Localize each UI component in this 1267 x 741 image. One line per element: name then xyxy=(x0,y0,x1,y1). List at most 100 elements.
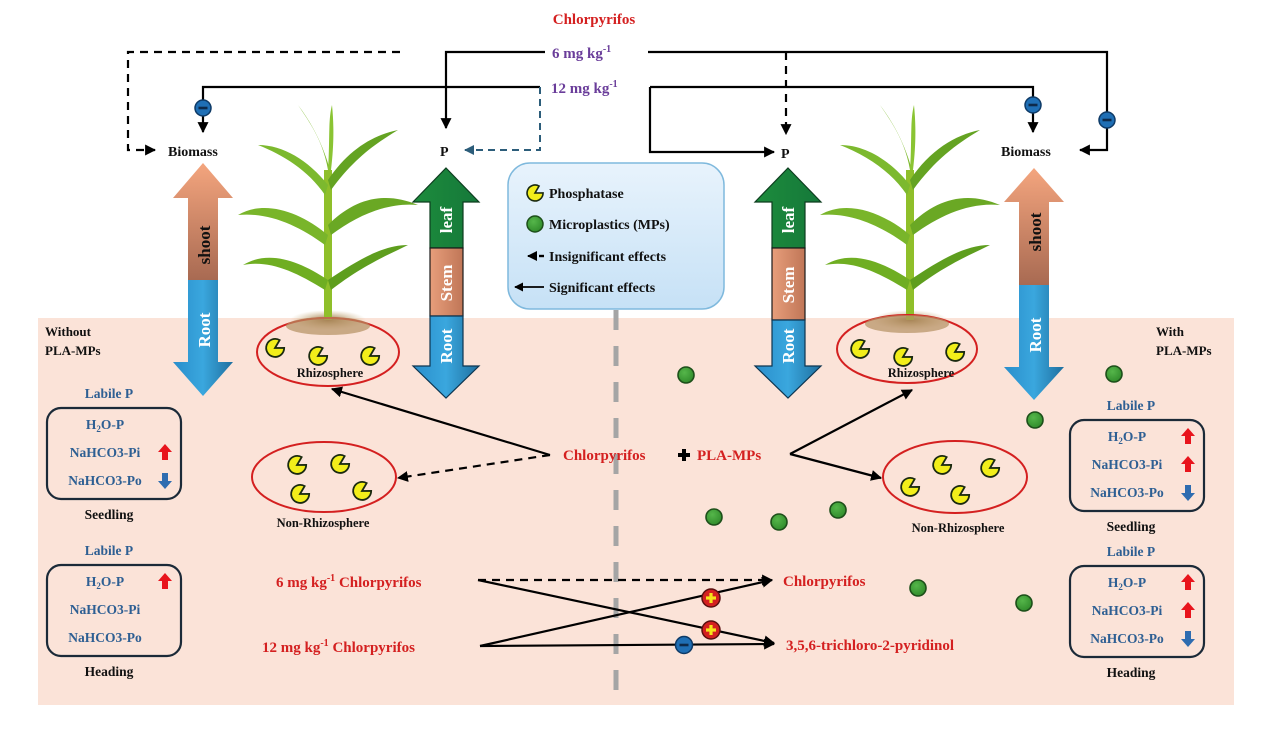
legend-label: Insignificant effects xyxy=(549,250,667,265)
phosphatase-icon xyxy=(893,347,914,367)
connector-12mg-to-left-biomass xyxy=(197,85,540,134)
right-biomass-label: Biomass xyxy=(1001,145,1051,160)
legend-label: Microplastics (MPs) xyxy=(549,218,670,233)
phosphatase-icon xyxy=(980,458,1001,478)
phosphatase-icon xyxy=(360,346,381,366)
leaf-label: leaf xyxy=(779,206,798,233)
phosphatase-icon xyxy=(950,485,971,505)
shoot-label: shoot xyxy=(1026,212,1045,251)
negative-effect-icon xyxy=(674,635,694,655)
labile-p-fraction: NaHCO3-Po xyxy=(1090,485,1164,500)
rhizosphere-label: Rhizosphere xyxy=(888,366,955,380)
negative-effect-icon xyxy=(1024,96,1042,114)
right-shoot-root-arrow: shoot Root xyxy=(1004,168,1064,400)
increase-arrow-icon xyxy=(1181,602,1195,618)
rhizosphere-label: Rhizosphere xyxy=(297,366,364,380)
arrow-to-right-non-rhizosphere xyxy=(789,452,883,481)
arrow-to-left-rhizosphere xyxy=(330,386,551,457)
growth-stage-label: Seedling xyxy=(85,507,134,522)
labile-p-title: Labile P xyxy=(85,386,133,401)
right-p-label: P xyxy=(781,147,790,162)
phosphatase-icon xyxy=(290,484,311,504)
plus-icon xyxy=(678,449,690,461)
labile-p-frame xyxy=(45,406,183,501)
non-rhizosphere-label: Non-Rhizosphere xyxy=(277,516,370,530)
path-12mg-to-tcp xyxy=(479,638,776,650)
phosphatase-enzymes xyxy=(265,338,1001,505)
decrease-arrow-icon xyxy=(1181,631,1195,647)
microplastic-icon xyxy=(1105,365,1123,383)
center-chlorpyrifos: Chlorpyrifos xyxy=(563,448,646,464)
connector-6mg-to-right-biomass xyxy=(648,50,1109,156)
left-plant-part-arrow: leaf Stem Root xyxy=(411,167,481,399)
microplastic-icon xyxy=(526,215,544,233)
microplastic-icon xyxy=(1026,411,1044,429)
stem-label: Stem xyxy=(437,265,456,302)
root-label: Root xyxy=(437,328,456,363)
right-non-rhizosphere-zone: Non-Rhizosphere xyxy=(882,440,1028,535)
left-shoot-root-arrow: shoot Root xyxy=(173,163,233,396)
labile-p-fraction: NaHCO3-Po xyxy=(68,473,142,488)
center-pla-mps: PLA-MPs xyxy=(697,448,761,464)
increase-arrow-icon xyxy=(1181,574,1195,590)
stem-label: Stem xyxy=(779,267,798,304)
arrow-to-left-non-rhizosphere xyxy=(396,453,551,482)
connector-12mg-to-right-biomass xyxy=(650,85,1039,134)
microplastic-icon xyxy=(705,508,723,526)
labile-p-fraction: H2O-P xyxy=(86,574,124,591)
labile-p-frame xyxy=(1068,564,1206,659)
connector-12mg-to-left-p xyxy=(464,87,541,155)
phosphatase-icon xyxy=(850,339,871,359)
left-biomass-label: Biomass xyxy=(168,145,218,160)
path-12mg-to-chlorpyrifos xyxy=(479,576,774,648)
decrease-arrow-icon xyxy=(158,473,172,489)
legend: Phosphatase Microplastics (MPs) Insignif… xyxy=(507,162,725,310)
shoot-label: shoot xyxy=(195,225,214,264)
root-label: Root xyxy=(195,312,214,347)
growth-stage-label: Seedling xyxy=(1107,519,1156,534)
growth-stage-label: Heading xyxy=(85,664,134,679)
product-tcp: 3,5,6-trichloro-2-pyridinol xyxy=(786,638,954,654)
non-rhizosphere-label: Non-Rhizosphere xyxy=(912,521,1005,535)
microplastic-icon xyxy=(770,513,788,531)
labile-p-fraction: H2O-P xyxy=(86,417,124,434)
negative-effect-icon xyxy=(1098,111,1116,129)
connector-6mg-to-left-p xyxy=(440,50,545,130)
labile-p-frame xyxy=(1068,418,1206,513)
microplastic-particles xyxy=(677,365,1123,612)
right-plant-part-arrow: leaf Stem Root xyxy=(753,167,823,399)
right-rhizosphere-zone: Rhizosphere xyxy=(836,314,978,384)
phosphatase-icon xyxy=(900,477,921,497)
labile-p-title: Labile P xyxy=(85,543,133,558)
labile-p-title: Labile P xyxy=(1107,544,1155,559)
phosphatase-icon xyxy=(265,338,286,358)
leaf-label: leaf xyxy=(437,206,456,233)
microplastic-icon xyxy=(829,501,847,519)
left-panel-title: Without PLA-MPs xyxy=(45,324,101,358)
connector-6mg-to-left-biomass xyxy=(126,50,400,156)
labile-p-fraction: NaHCO3-Pi xyxy=(1092,603,1163,618)
dose-low-label: 6 mg kg-1 xyxy=(552,44,611,62)
labile-p-fraction: NaHCO3-Po xyxy=(1090,631,1164,646)
phosphatase-icon xyxy=(945,342,966,362)
source-6mg-chlorpyrifos: 6 mg kg-1 Chlorpyrifos xyxy=(276,573,422,591)
left-p-label: P xyxy=(440,145,449,160)
positive-effect-icon xyxy=(701,620,721,640)
increase-arrow-icon xyxy=(158,444,172,460)
negative-effect-icon xyxy=(194,99,212,117)
microplastic-icon xyxy=(909,579,927,597)
maize-plant-right xyxy=(820,105,1000,330)
labile-p-fraction: H2O-P xyxy=(1108,429,1146,446)
phosphatase-icon xyxy=(352,481,373,501)
legend-label: Phosphatase xyxy=(549,187,624,202)
phosphatase-icon xyxy=(526,184,544,202)
decrease-arrow-icon xyxy=(1181,485,1195,501)
arrow-to-right-rhizosphere xyxy=(789,389,913,455)
microplastic-icon xyxy=(677,366,695,384)
root-label: Root xyxy=(1026,317,1045,352)
labile-p-frame xyxy=(45,563,183,658)
